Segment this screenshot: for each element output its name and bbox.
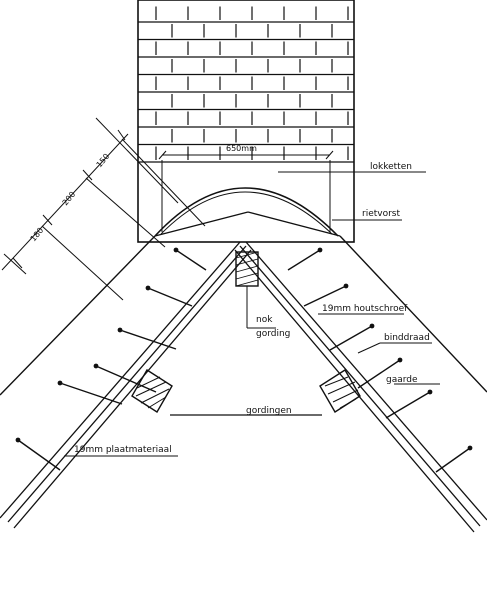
- wire-tie: [287, 249, 321, 271]
- wire-tie: [175, 249, 207, 271]
- nok-gording-block: [235, 251, 259, 287]
- nok-label: nok: [256, 315, 273, 325]
- tie-knot: [117, 327, 123, 333]
- binddraad-label: binddraad: [384, 333, 430, 343]
- nok-hatch-line: [235, 258, 259, 266]
- wire-tie: [385, 391, 431, 419]
- tie-knot: [57, 380, 63, 386]
- tie-knot: [93, 363, 99, 369]
- chimney: [137, 0, 355, 243]
- tie-knot: [317, 247, 323, 253]
- wire-tie: [17, 439, 61, 471]
- nok-hatch-line: [235, 279, 259, 287]
- label-gordingen: gordingen: [246, 406, 292, 416]
- tie-knot: [369, 323, 375, 329]
- dimension-200-label: 200: [61, 190, 78, 207]
- rietvorst-ridge-cap-inner: [160, 191, 333, 235]
- label-plaatmateriaal: 19mm plaatmateriaal: [64, 445, 178, 457]
- gaarde-label: gaarde: [386, 375, 418, 385]
- gording-right: [319, 369, 361, 413]
- wire-tie: [357, 359, 401, 389]
- rafter-right: [234, 241, 487, 533]
- nok-hatch-line: [235, 265, 259, 273]
- rafter-left: [0, 241, 252, 529]
- tie-knot: [427, 389, 433, 395]
- lokketten-label: lokketten: [370, 162, 412, 172]
- tie-knot: [173, 247, 179, 253]
- plaatmateriaal-label: 19mm plaatmateriaal: [74, 445, 172, 455]
- rietvorst-ridge-cap: [154, 187, 339, 237]
- tie-knot: [145, 285, 151, 291]
- wire-tie: [95, 365, 157, 393]
- gording-top-label: gording: [256, 329, 290, 339]
- rietvorst-label: rietvorst: [362, 209, 400, 219]
- dimension-650mm-label: 650mm: [226, 144, 257, 153]
- label-lokketten: lokketten: [278, 162, 426, 173]
- wire-tie: [147, 287, 193, 307]
- dimension-chain: 150 200 180: [1, 117, 206, 301]
- roof-outer-outline: [0, 211, 487, 396]
- label-nok-gording: nok gording: [246, 286, 290, 339]
- houtschroef-label: 19mm houtschroef: [322, 304, 408, 314]
- wire-tie: [303, 285, 347, 307]
- dimension-650mm: 650mm: [158, 144, 334, 160]
- label-binddraad: binddraad: [357, 333, 432, 354]
- wire-tie: [435, 447, 471, 473]
- brick-courses: [138, 6, 354, 163]
- gordingen-label: gordingen: [246, 406, 292, 416]
- chimney-outline: [137, 0, 355, 243]
- label-gaarde: gaarde: [386, 375, 440, 385]
- wire-tie: [119, 329, 177, 350]
- wire-ties: [15, 247, 473, 473]
- label-rietvorst: rietvorst: [332, 209, 402, 221]
- dimension-180-label: 180: [29, 226, 46, 243]
- wire-tie: [329, 325, 373, 351]
- tie-knot: [15, 437, 21, 443]
- nok-hatch-line: [235, 251, 259, 259]
- tie-knot: [397, 357, 403, 363]
- label-houtschroef: 19mm houtschroef: [318, 304, 408, 315]
- wire-tie: [59, 382, 123, 405]
- nok-hatch-line: [235, 272, 259, 280]
- tie-knot: [343, 283, 349, 289]
- tie-knot: [467, 445, 473, 451]
